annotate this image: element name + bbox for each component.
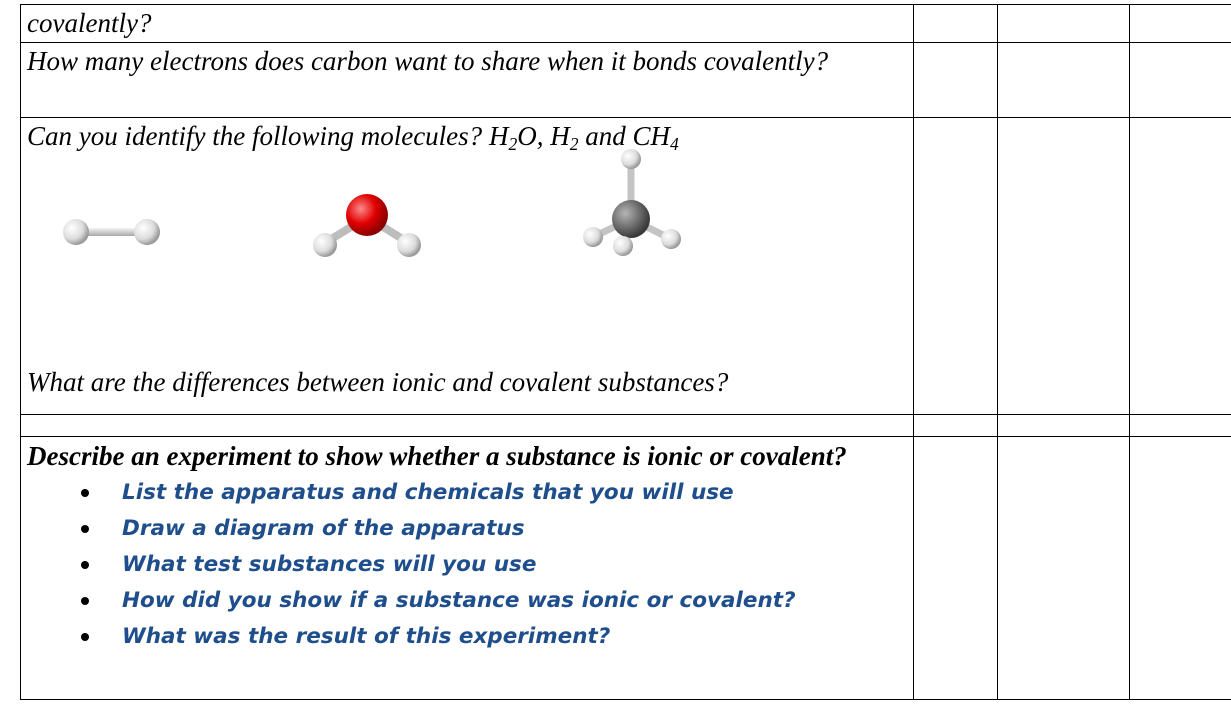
answer-cell[interactable] — [913, 117, 998, 415]
formula-h2o: H2O — [488, 121, 537, 154]
answer-cell[interactable] — [997, 436, 1130, 700]
experiment-question: Describe an experiment to show whether a… — [27, 441, 847, 471]
answer-cell[interactable] — [1129, 42, 1231, 118]
question-cell: Describe an experiment to show whether a… — [20, 436, 914, 700]
molecules-question: Can you identify the following molecules… — [27, 121, 679, 154]
answer-cell[interactable] — [1129, 436, 1231, 700]
formula-ch4: CH4 — [632, 121, 679, 154]
table-row — [20, 414, 1231, 437]
answer-cell[interactable] — [997, 117, 1130, 415]
list-item: How did you show if a substance was ioni… — [27, 583, 907, 619]
list-item: List the apparatus and chemicals that yo… — [27, 475, 907, 511]
answer-cell[interactable] — [997, 4, 1130, 43]
question-text: How many electrons does carbon want to s… — [27, 46, 829, 76]
answer-cell[interactable] — [1129, 4, 1231, 43]
question-cell: covalently? — [20, 4, 914, 43]
list-item: Draw a diagram of the apparatus — [27, 511, 907, 547]
table-row: Describe an experiment to show whether a… — [20, 436, 1231, 700]
answer-cell[interactable] — [1129, 117, 1231, 415]
answer-cell[interactable] — [913, 414, 998, 437]
answer-cell[interactable] — [1129, 414, 1231, 437]
blank-cell[interactable] — [20, 414, 914, 437]
formula-h2: H2 — [550, 121, 579, 154]
list-item: What was the result of this experiment? — [27, 619, 907, 655]
answer-cell[interactable] — [997, 414, 1130, 437]
answer-cell[interactable] — [997, 42, 1130, 118]
question-text: covalently? — [27, 8, 152, 38]
hydrogen-molecule-icon — [63, 219, 160, 245]
worksheet-table: covalently? How many electrons does carb… — [20, 4, 1231, 700]
question-cell: How many electrons does carbon want to s… — [20, 42, 914, 118]
table-row: covalently? — [20, 4, 1231, 43]
experiment-steps-list: List the apparatus and chemicals that yo… — [27, 475, 907, 655]
methane-molecule-icon — [583, 149, 681, 256]
question-text: What are the differences between ionic a… — [27, 367, 729, 397]
water-molecule-icon — [313, 194, 421, 257]
answer-cell[interactable] — [913, 4, 998, 43]
list-item: What test substances will you use — [27, 547, 907, 583]
question-cell: Can you identify the following molecules… — [20, 117, 914, 415]
answer-cell[interactable] — [913, 436, 998, 700]
table-row: Can you identify the following molecules… — [20, 117, 1231, 415]
answer-cell[interactable] — [913, 42, 998, 118]
table-row: How many electrons does carbon want to s… — [20, 42, 1231, 118]
molecule-images — [27, 149, 907, 364]
